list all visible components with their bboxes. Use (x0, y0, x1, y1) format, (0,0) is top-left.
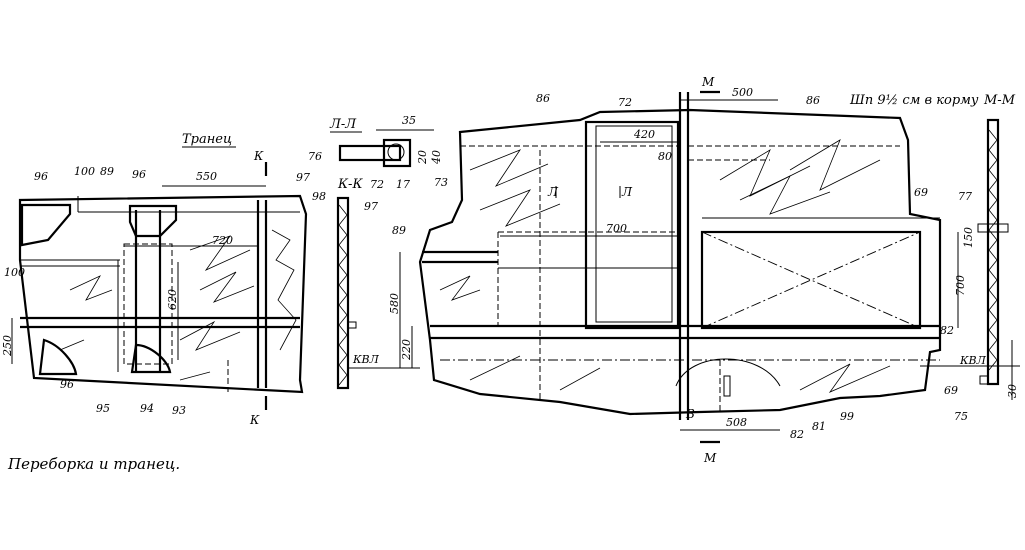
marker-B: В (685, 407, 695, 421)
part-73: 73 (434, 176, 448, 189)
transom-dashed-rect (123, 243, 173, 365)
dim-80: 80 (658, 150, 672, 163)
kvl-a: КВЛ (352, 353, 380, 366)
marker-L-left: Л (547, 185, 559, 199)
section-MM-body (986, 118, 1000, 386)
part-86-b: 86 (806, 94, 820, 107)
part-99: 99 (840, 410, 854, 423)
part-100-a: 100 (74, 165, 95, 178)
transom-knee-botmid (130, 343, 172, 374)
section-MM: Шп 9½ см в корму М-М 30 (849, 93, 1019, 400)
dim-150: 150 (962, 227, 975, 248)
door-opening (584, 120, 680, 330)
part-100-b: 100 (4, 266, 25, 279)
dim-720: 720 (212, 234, 233, 247)
transom-knee-topmid (128, 204, 178, 238)
dim-17: 17 (396, 178, 410, 191)
part-96-b: 96 (132, 168, 146, 181)
part-96-c: 96 (60, 378, 74, 391)
marker-K-top: К (253, 149, 264, 163)
bottom-post (723, 375, 731, 397)
marker-L-right: Л (621, 185, 633, 199)
section-LL-title: Л-Л (329, 117, 357, 132)
marker-M-top: М (701, 75, 715, 89)
marker-K-bottom: К (249, 413, 260, 427)
part-95: 95 (96, 402, 110, 415)
transom-title: Транец (182, 132, 232, 147)
part-69-b: 69 (944, 384, 958, 397)
part-94: 94 (140, 402, 154, 415)
section-KK: К-К 97 КВЛ (336, 177, 420, 390)
part-96-a: 96 (34, 170, 48, 183)
dim-220: 220 (400, 339, 413, 361)
transom-grain (59, 229, 297, 381)
dim-620: 620 (166, 289, 179, 310)
part-72-a: 72 (370, 178, 384, 191)
dim-580: 580 (388, 293, 401, 314)
transom-view: Транец (1, 132, 326, 427)
section-KK-body (336, 196, 350, 390)
bulkhead-grain (439, 139, 891, 393)
dim-40: 40 (430, 150, 443, 165)
part-72-b: 72 (618, 96, 632, 109)
part-89-a: 89 (100, 165, 114, 178)
dim-508: 508 (726, 416, 747, 429)
section-LL: Л-Л 35 20 40 17 76 72 73 (308, 114, 448, 191)
section-MM-foot (979, 375, 989, 385)
part-75: 75 (954, 410, 968, 423)
dim-20: 20 (416, 150, 429, 165)
frame-note: Шп 9½ см в корму (849, 93, 979, 108)
dim-250: 250 (1, 335, 14, 357)
right-panel-diag-2 (701, 231, 921, 329)
part-81: 81 (812, 420, 826, 433)
dim-420: 420 (633, 128, 655, 141)
section-LL-bar (338, 144, 402, 162)
figure-caption: Переборка и транец. (8, 455, 181, 473)
kvl-b: КВЛ (959, 354, 987, 367)
marker-M-bottom: М (703, 451, 717, 465)
part-82-b: 82 (790, 428, 804, 441)
part-93: 93 (172, 404, 186, 417)
door-inner (595, 125, 673, 323)
dim-550: 550 (196, 170, 217, 183)
part-86-a: 86 (536, 92, 550, 105)
part-89-b: 89 (392, 224, 406, 237)
transom-outline (18, 194, 308, 394)
dim-700-b: 700 (954, 275, 967, 296)
transom-knee-botleft (38, 338, 78, 376)
section-LL-block (382, 138, 412, 168)
section-KK-lug (347, 321, 357, 329)
section-KK-title: К-К (337, 177, 363, 192)
dim-500: 500 (732, 86, 753, 99)
part-82-a: 82 (940, 324, 954, 337)
part-77: 77 (958, 190, 972, 203)
bottom-arc (675, 358, 781, 387)
section-MM-crossbar (977, 223, 1009, 233)
part-69-a: 69 (914, 186, 928, 199)
section-LL-circle (387, 143, 405, 161)
part-76: 76 (308, 150, 322, 163)
right-panel (700, 230, 922, 330)
part-97-a: 97 (296, 171, 310, 184)
dim-30: 30 (1006, 384, 1019, 398)
dim-35: 35 (402, 114, 416, 127)
bulkhead-outline (418, 108, 942, 416)
part-97-b: 97 (364, 200, 378, 213)
part-98: 98 (312, 190, 326, 203)
section-MM-title: М-М (983, 93, 1016, 108)
dim-700-a: 700 (606, 222, 627, 235)
right-panel-diag-1 (701, 231, 921, 329)
bulkhead-view: 580 220 700 420 80 500 508 700 150 КВЛ Л… (388, 75, 1020, 465)
transom-knee-topleft (20, 203, 72, 247)
